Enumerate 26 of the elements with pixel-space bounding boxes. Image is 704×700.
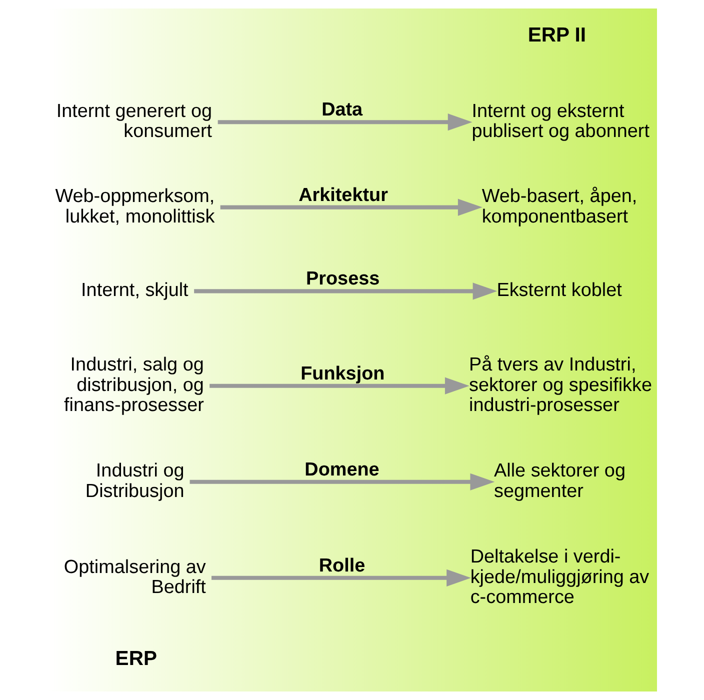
node-text: Internt, skjult bbox=[81, 280, 188, 302]
edge-label: Rolle bbox=[318, 555, 366, 576]
label: ERP II bbox=[528, 24, 586, 47]
node-text: Deltakelse i verdi-kjede/muliggjøring av c-commerce bbox=[470, 546, 650, 608]
node-text: Eksternt koblet bbox=[496, 280, 622, 302]
edge-label: Prosess bbox=[306, 268, 380, 290]
edge-label: Domene bbox=[304, 459, 380, 480]
edge-label: Arkitektur bbox=[298, 184, 388, 206]
arrow bbox=[210, 377, 470, 394]
arrow bbox=[194, 282, 498, 300]
edge-label: Data bbox=[322, 100, 363, 121]
node-text: På tvers av Industri, sektorer og spesifikke industri-prosesser bbox=[468, 354, 652, 416]
node-text: Industri og Distribusjon bbox=[85, 460, 184, 502]
arrow bbox=[218, 114, 472, 131]
node-text: Internt og eksternt publisert og abonnert bbox=[472, 100, 650, 142]
node-text: Web-oppmerksom, lukket, monolittisk bbox=[55, 186, 215, 228]
label: ERP bbox=[115, 648, 157, 670]
node-text: Internt generert og konsumert bbox=[56, 100, 212, 142]
arrow bbox=[212, 569, 471, 586]
edge-label: Funksjon bbox=[300, 363, 385, 384]
node-text: Alle sektorer og segmenter bbox=[494, 460, 626, 502]
arrow bbox=[220, 198, 482, 216]
arrow bbox=[190, 473, 495, 490]
node-text: Industri, salg og distribusjon, og finans-prosesser bbox=[64, 354, 204, 416]
node-text: Optimalsering av Bedrift bbox=[64, 556, 206, 598]
node-text: Web-basert, åpen, komponentbasert bbox=[482, 186, 638, 228]
